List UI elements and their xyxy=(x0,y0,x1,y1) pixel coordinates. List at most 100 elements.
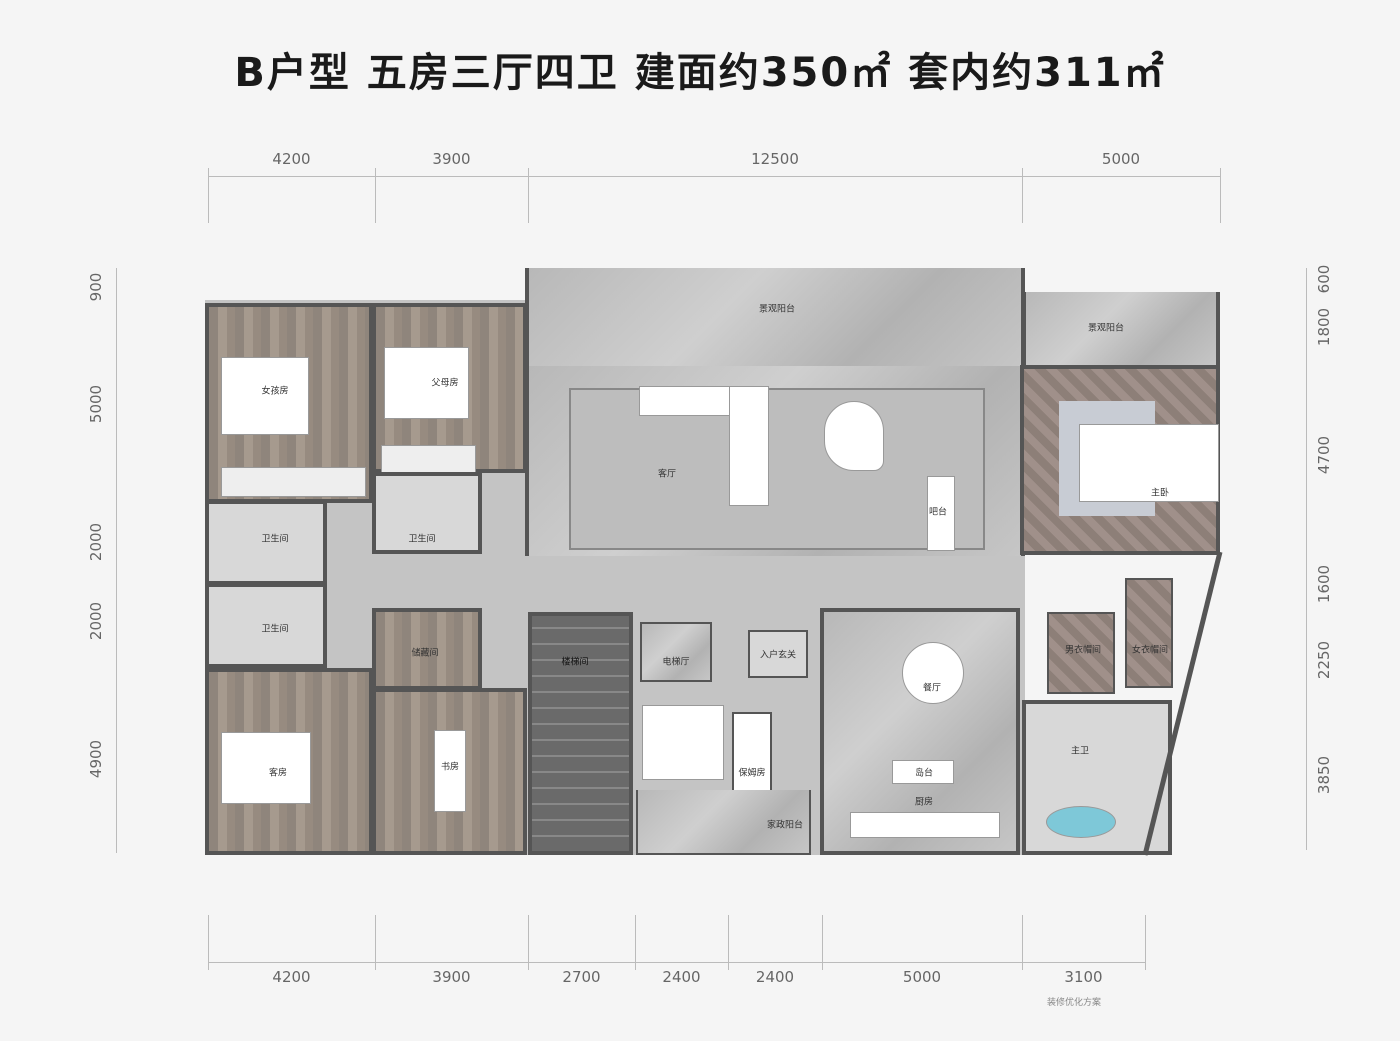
entry-label: 入户玄关 xyxy=(759,650,797,661)
bed xyxy=(221,357,309,435)
dim-bottom: 5000 xyxy=(902,968,942,986)
girl-room-label: 女孩房 xyxy=(261,386,289,397)
master-balcony-label: 景观阳台 xyxy=(1087,323,1125,334)
left-dim-line xyxy=(116,268,117,853)
dim-tick xyxy=(375,168,376,223)
guest-room-label: 客房 xyxy=(268,768,288,779)
master-bath xyxy=(1022,700,1172,855)
bottom-dim-line xyxy=(208,962,1145,963)
page-title: B户型 五房三厅四卫 建面约350㎡ 套内约311㎡ xyxy=(234,50,1166,96)
master-bath-label: 主卫 xyxy=(1070,746,1090,757)
study-label: 书房 xyxy=(440,762,460,773)
dim-left: 4900 xyxy=(87,739,105,779)
dim-top: 4200 xyxy=(272,150,311,168)
dining-label: 餐厅 xyxy=(922,683,942,694)
dim-tick xyxy=(375,915,376,970)
dim-bottom: 3900 xyxy=(432,968,471,986)
parents-room xyxy=(372,303,527,473)
dim-bottom: 3100 xyxy=(1064,968,1103,986)
top-dim-line xyxy=(208,176,1220,177)
elevator xyxy=(642,705,724,780)
dim-left: 2000 xyxy=(87,601,105,641)
dim-tick xyxy=(1220,168,1221,223)
dim-left: 2000 xyxy=(87,522,105,562)
bathroom-label: 卫生间 xyxy=(261,624,289,635)
dim-tick xyxy=(635,915,636,970)
dim-top: 12500 xyxy=(751,150,799,168)
dim-tick xyxy=(822,915,823,970)
study xyxy=(372,688,527,855)
dim-tick xyxy=(728,915,729,970)
her-closet-label: 女衣帽间 xyxy=(1131,645,1169,656)
island-counter xyxy=(892,760,954,784)
kitchen-label: 厨房 xyxy=(914,797,934,808)
bathtub xyxy=(1046,806,1116,838)
dim-right: 3850 xyxy=(1315,755,1333,795)
dim-left: 900 xyxy=(87,272,105,302)
his-closet-label: 男衣帽间 xyxy=(1064,645,1102,656)
dim-bottom: 2400 xyxy=(755,968,795,986)
maid-room-label: 保姆房 xyxy=(738,768,766,779)
desk xyxy=(434,730,466,812)
bathroom xyxy=(205,583,327,668)
dim-tick xyxy=(1145,915,1146,970)
dim-bottom: 2700 xyxy=(562,968,601,986)
bed xyxy=(1079,424,1219,502)
dim-right: 4700 xyxy=(1315,435,1333,475)
elevator-hall-label: 电梯厅 xyxy=(662,657,690,668)
dim-tick xyxy=(528,168,529,223)
dim-tick xyxy=(1022,168,1023,223)
bar-counter xyxy=(927,476,955,551)
right-dim-line xyxy=(1306,268,1307,850)
bathroom xyxy=(205,500,327,585)
dim-top: 5000 xyxy=(1101,150,1141,168)
dim-tick xyxy=(208,168,209,223)
dim-tick xyxy=(1022,915,1023,970)
elevator-hall xyxy=(640,622,712,682)
service-balcony-label: 家政阳台 xyxy=(766,820,804,831)
dim-right: 1800 xyxy=(1315,307,1333,347)
service-balcony xyxy=(636,790,811,855)
parents-room-label: 父母房 xyxy=(431,378,459,389)
balcony-label: 景观阳台 xyxy=(758,304,796,315)
bar-label: 吧台 xyxy=(928,507,948,518)
her-closet xyxy=(1125,578,1173,688)
maid-room xyxy=(732,712,772,794)
island-label: 岛台 xyxy=(914,768,934,779)
dim-right: 1600 xyxy=(1315,564,1333,604)
entry-foyer xyxy=(748,630,808,678)
wardrobe xyxy=(221,467,366,497)
dim-left: 5000 xyxy=(87,384,105,424)
bathroom xyxy=(372,472,482,554)
girl-room xyxy=(205,303,373,503)
living-label: 客厅 xyxy=(657,469,677,480)
rug xyxy=(569,388,985,550)
dim-right: 2250 xyxy=(1315,640,1333,680)
landscape-balcony xyxy=(525,268,1025,368)
dim-top: 3900 xyxy=(432,150,471,168)
design-note: 装修优化方案 xyxy=(1047,998,1102,1008)
bathroom-label: 卫生间 xyxy=(408,534,436,545)
wardrobe xyxy=(381,445,476,473)
kitchen-counter xyxy=(850,812,1000,838)
his-closet xyxy=(1047,612,1115,694)
bathroom-label: 卫生间 xyxy=(261,534,289,545)
piano xyxy=(824,401,884,471)
dim-bottom: 2400 xyxy=(662,968,701,986)
master-bedroom xyxy=(1020,365,1220,555)
stair-label: 楼梯间 xyxy=(561,657,589,668)
angled-exterior-wall xyxy=(1142,551,1223,856)
living-room xyxy=(525,366,1025,556)
dim-tick xyxy=(208,915,209,970)
bed xyxy=(384,347,469,419)
dining-kitchen xyxy=(820,608,1020,855)
bed xyxy=(221,732,311,804)
master-balcony xyxy=(1022,292,1220,367)
dining-table xyxy=(902,642,964,704)
storage-label: 储藏间 xyxy=(411,648,439,659)
dim-bottom: 4200 xyxy=(272,968,311,986)
stairwell xyxy=(528,612,633,855)
dim-tick xyxy=(528,915,529,970)
sofa xyxy=(729,386,769,506)
